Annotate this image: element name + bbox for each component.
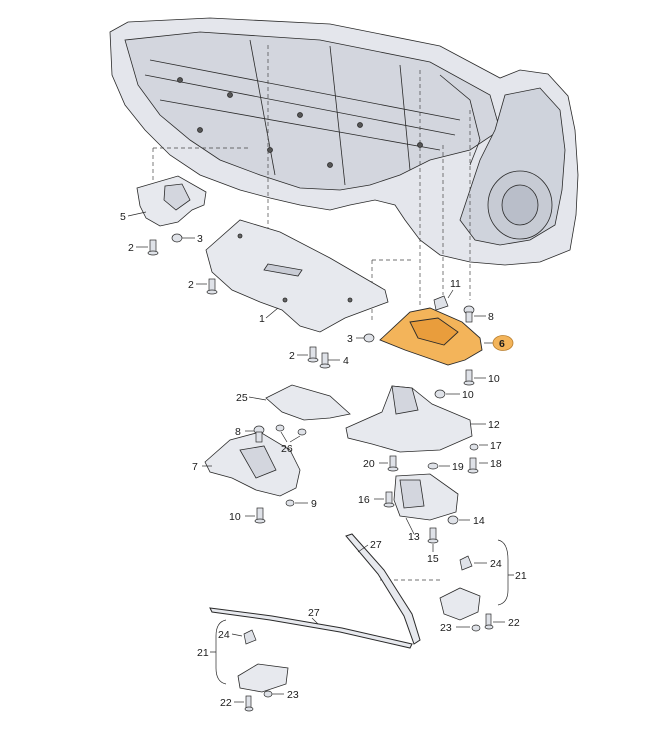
callout-25: 25 xyxy=(236,392,248,404)
callout-22: 22 xyxy=(508,617,520,629)
callout-2: 2 xyxy=(128,242,134,254)
part-6-shield-highlighted xyxy=(379,307,483,366)
callout-20: 20 xyxy=(363,458,375,470)
callout-12: 12 xyxy=(488,419,500,431)
callout-13: 13 xyxy=(408,531,420,543)
callout-2: 2 xyxy=(188,279,194,291)
vehicle-underbody xyxy=(109,17,579,266)
callout-27: 27 xyxy=(308,607,320,619)
callout-10: 10 xyxy=(488,373,500,385)
callout-17: 17 xyxy=(490,440,502,452)
callout-22: 22 xyxy=(220,697,232,709)
callout-9: 9 xyxy=(311,498,317,510)
part-13-shield xyxy=(393,473,459,521)
callout-15: 15 xyxy=(427,553,439,565)
part-12-shield xyxy=(345,385,473,453)
callout-7: 7 xyxy=(192,461,198,473)
callout-21: 21 xyxy=(197,647,209,659)
part-27-strips xyxy=(209,533,421,649)
callout-8: 8 xyxy=(488,311,494,323)
callout-labels: 1 2 2 2 3 3 4 5 6 7 8 8 9 10 10 10 11 12… xyxy=(120,211,527,709)
callout-27: 27 xyxy=(370,539,382,551)
callout-18: 18 xyxy=(490,458,502,470)
part-5-shield xyxy=(136,175,207,227)
callout-1: 1 xyxy=(259,313,265,325)
callout-16: 16 xyxy=(358,494,370,506)
callout-26: 26 xyxy=(281,443,293,455)
callout-4: 4 xyxy=(343,355,349,367)
callout-23: 23 xyxy=(440,622,452,634)
callout-5: 5 xyxy=(120,211,126,223)
fasteners xyxy=(147,233,494,712)
callout-11: 11 xyxy=(450,278,461,290)
part-25-shield xyxy=(265,384,351,421)
callout-24: 24 xyxy=(490,558,502,570)
callout-10: 10 xyxy=(229,511,241,523)
callout-21: 21 xyxy=(515,570,527,582)
callout-6-badge: 6 xyxy=(492,335,514,351)
part-1-shield xyxy=(205,219,389,333)
leader-lines xyxy=(127,211,514,703)
callout-3: 3 xyxy=(347,333,353,345)
callout-6: 6 xyxy=(499,338,505,350)
callout-14: 14 xyxy=(473,515,485,527)
callout-8: 8 xyxy=(235,426,241,438)
callout-24: 24 xyxy=(218,629,230,641)
callout-3: 3 xyxy=(197,233,203,245)
callout-19: 19 xyxy=(452,461,464,473)
callout-23: 23 xyxy=(287,689,299,701)
callout-2: 2 xyxy=(289,350,295,362)
part-21-brackets xyxy=(237,587,481,693)
part-7-shield xyxy=(204,431,301,497)
callout-10: 10 xyxy=(462,389,474,401)
